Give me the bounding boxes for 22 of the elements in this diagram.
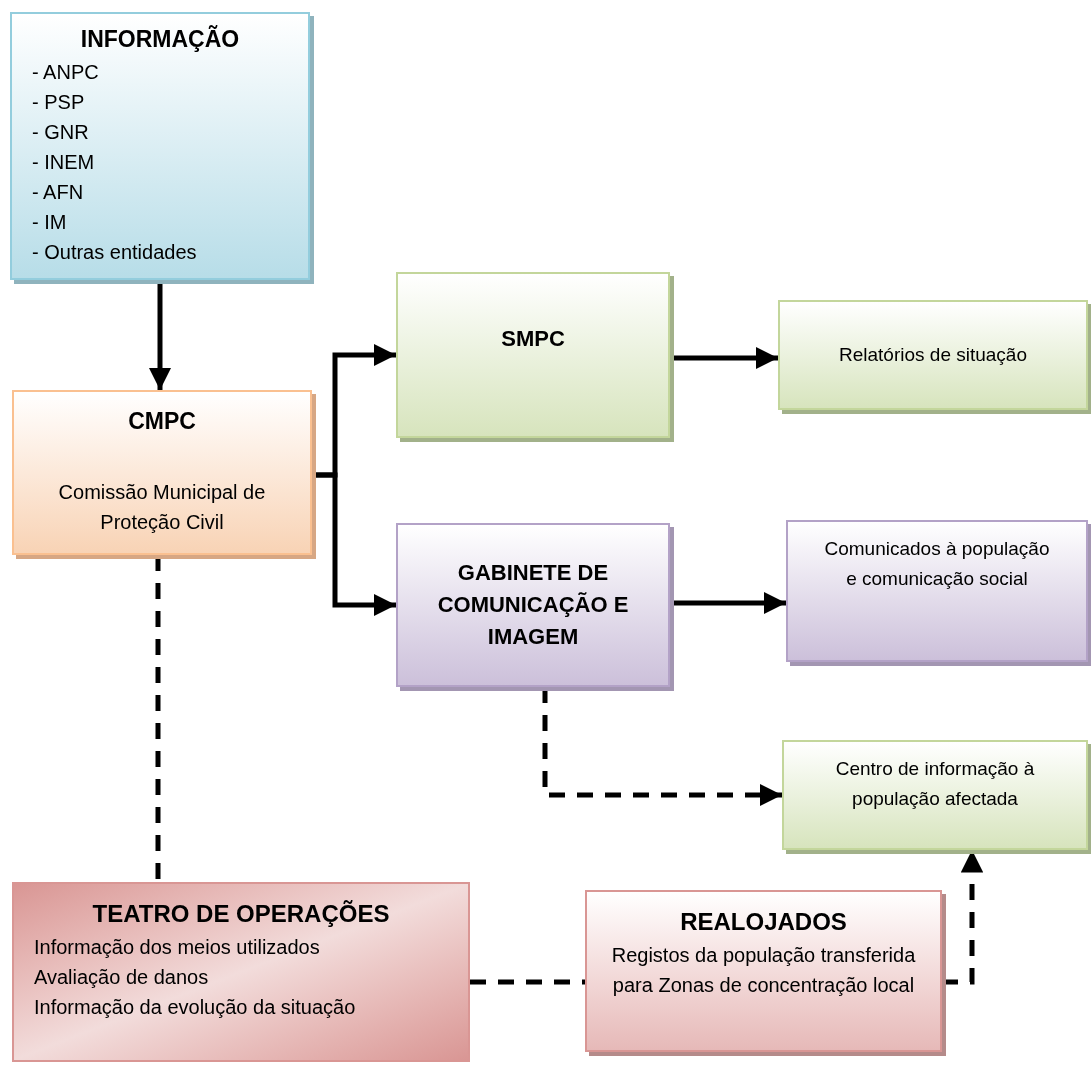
box-heading: GABINETE DE COMUNICAÇÃO E IMAGEM xyxy=(436,559,630,651)
box-text: - GNR xyxy=(32,119,90,145)
box-text: Comunicados à população e comunicação social xyxy=(823,537,1051,591)
box-text: - Outras entidades xyxy=(32,239,198,265)
box-text: - AFN xyxy=(32,179,85,205)
box-heading: TEATRO DE OPERAÇÕES xyxy=(91,899,391,929)
process-box xyxy=(12,882,470,1062)
box-text: Registos da população transferida para Zonas de concentração local xyxy=(610,943,917,998)
box-heading: REALOJADOS xyxy=(679,907,848,937)
box-text: - INEM xyxy=(32,149,96,175)
box-text: - ANPC xyxy=(32,59,100,85)
box-heading: CMPC xyxy=(127,407,197,436)
box-text: Relatórios de situação xyxy=(838,342,1028,367)
box-text: - IM xyxy=(32,209,68,235)
box-text: Centro de informação à população afectada xyxy=(834,757,1036,811)
box-text: Comissão Municipal de Proteção Civil xyxy=(57,479,267,535)
box-text: Avaliação de danos xyxy=(34,965,210,990)
box-text: Informação da evolução da situação xyxy=(34,995,357,1020)
box-heading: INFORMAÇÃO xyxy=(79,24,241,54)
box-text: - PSP xyxy=(32,89,86,115)
box-heading: SMPC xyxy=(500,325,566,353)
box-text: Informação dos meios utilizados xyxy=(34,935,321,960)
